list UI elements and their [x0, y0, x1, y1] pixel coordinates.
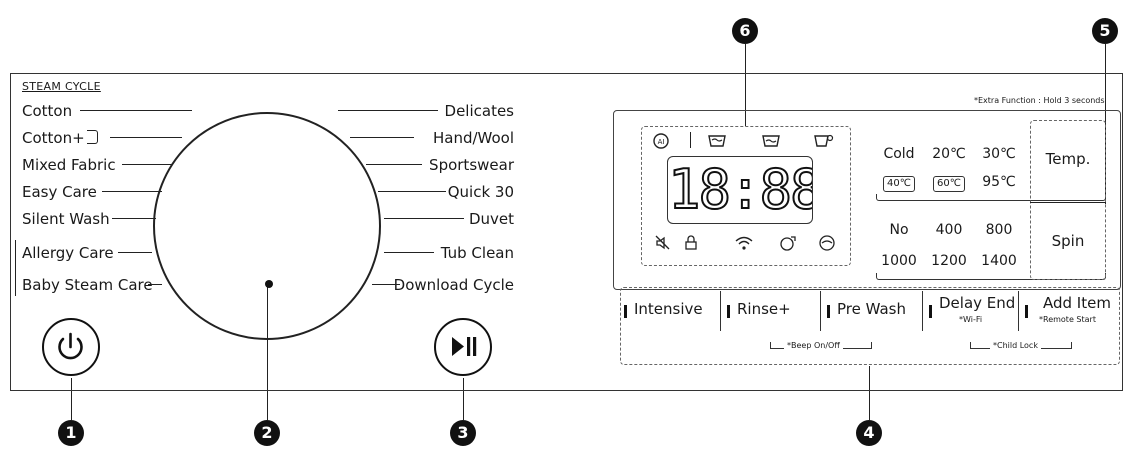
callout-1-line — [71, 378, 73, 420]
option-buttons-box — [620, 287, 1120, 365]
temp-30: 30℃ — [982, 146, 1016, 162]
cycle-sportswear[interactable]: Sportswear — [429, 156, 514, 174]
callout-2: 2 — [254, 420, 280, 446]
tub-clean-icon — [819, 235, 835, 251]
extra-function-note: *Extra Function : Hold 3 seconds — [974, 96, 1105, 105]
temp-95: 95℃ — [982, 174, 1016, 190]
cycle-delicates[interactable]: Delicates — [444, 102, 514, 120]
temp-40: 40℃ — [876, 174, 922, 192]
intensive-indicator — [624, 305, 627, 318]
ai-icon: AI — [653, 133, 669, 149]
callout-4: 4 — [856, 420, 882, 446]
temp-spin-buttons-box — [1030, 120, 1106, 280]
cycle-cotton-plus-label: Cotton+ — [22, 129, 85, 147]
svg-text:AI: AI — [658, 138, 665, 146]
callout-3-line — [463, 378, 465, 420]
temp-60: 60℃ — [926, 174, 972, 192]
spin-tub-icon — [814, 134, 834, 147]
cycle-duvet[interactable]: Duvet — [468, 210, 514, 228]
intensive-label: Intensive — [634, 300, 703, 318]
steam-cycle-label: STEAM CYCLE — [22, 80, 101, 93]
rinse-plus-label: Rinse+ — [737, 300, 791, 318]
cycle-cotton-plus[interactable]: Cotton+ — [22, 129, 98, 147]
spin-1400: 1400 — [981, 253, 1017, 269]
wash-tub-icon — [762, 135, 780, 147]
rinse-plus-button[interactable]: Rinse+ — [720, 291, 820, 331]
digit-display-text: 18:88 — [668, 158, 813, 222]
temp-20: 20℃ — [932, 146, 966, 162]
temp-60-label: 60℃ — [933, 176, 965, 192]
spin-400: 400 — [935, 222, 963, 238]
temp-cold: Cold — [883, 146, 915, 162]
icon-divider — [690, 132, 692, 148]
callout-4-line — [869, 366, 871, 420]
cycle-easy-care[interactable]: Easy Care — [22, 183, 97, 201]
callout-1: 1 — [58, 420, 84, 446]
cycle-cotton[interactable]: Cotton — [22, 102, 73, 120]
control-panel — [10, 73, 1123, 391]
cycle-baby-steam-care[interactable]: Baby Steam Care — [22, 276, 153, 294]
add-item-sub: *Remote Start — [1039, 315, 1096, 324]
add-item-label: Add Item — [1043, 294, 1111, 312]
dial-center-dot — [265, 280, 273, 288]
pre-wash-indicator — [827, 305, 830, 318]
cycle-silent-wash[interactable]: Silent Wash — [22, 210, 110, 228]
cycle-mixed-fabric[interactable]: Mixed Fabric — [22, 156, 116, 174]
spin-no: No — [889, 222, 909, 238]
callout-3: 3 — [450, 420, 476, 446]
mute-icon — [655, 235, 670, 250]
delay-end-label: Delay End — [939, 294, 1016, 312]
delay-end-sub: *Wi-Fi — [959, 315, 983, 324]
display-area — [613, 110, 1121, 290]
start-pause-button[interactable] — [434, 318, 492, 376]
spin-1000: 1000 — [881, 253, 917, 269]
wifi-icon — [735, 236, 753, 250]
callout-6-line — [745, 44, 747, 126]
temp-spin-divider — [1030, 202, 1106, 204]
callout-5: 5 — [1092, 18, 1118, 44]
spin-button[interactable]: Spin — [1051, 232, 1085, 250]
remote-start-icon — [780, 236, 796, 251]
beep-note: *Beep On/Off — [784, 341, 843, 350]
prewash-tub-icon — [708, 135, 726, 147]
left-bracket — [15, 240, 17, 296]
rinse-plus-indicator — [727, 305, 730, 318]
cycle-dial[interactable] — [153, 112, 381, 340]
spin-800: 800 — [985, 222, 1013, 238]
add-item-button[interactable]: Add Item *Remote Start — [1018, 291, 1118, 331]
temp-40-label: 40℃ — [883, 176, 915, 192]
delay-end-button[interactable]: Delay End *Wi-Fi — [922, 291, 1018, 331]
delay-end-indicator — [929, 305, 932, 318]
child-lock-icon — [685, 235, 697, 250]
play-pause-icon — [452, 337, 477, 356]
pre-wash-button[interactable]: Pre Wash — [820, 291, 920, 331]
cycle-allergy-care[interactable]: Allergy Care — [22, 244, 114, 262]
power-button[interactable] — [42, 318, 100, 376]
callout-2-line — [267, 282, 269, 420]
digit-display: 18:88 — [667, 156, 813, 224]
child-lock-note: *Child Lock — [990, 341, 1041, 350]
steam-icon — [86, 130, 98, 144]
intensive-button[interactable]: Intensive — [618, 291, 718, 331]
temp-button[interactable]: Temp. — [1045, 150, 1091, 168]
add-item-indicator — [1025, 305, 1028, 318]
cycle-tub-clean[interactable]: Tub Clean — [440, 244, 514, 262]
cycle-quick-30[interactable]: Quick 30 — [447, 183, 514, 201]
status-display-box — [641, 126, 851, 266]
power-icon — [58, 332, 83, 360]
cycle-download-cycle[interactable]: Download Cycle — [393, 276, 514, 294]
spin-1200: 1200 — [931, 253, 967, 269]
pre-wash-label: Pre Wash — [837, 300, 907, 318]
callout-6: 6 — [732, 18, 758, 44]
cycle-hand-wool[interactable]: Hand/Wool — [432, 129, 514, 147]
